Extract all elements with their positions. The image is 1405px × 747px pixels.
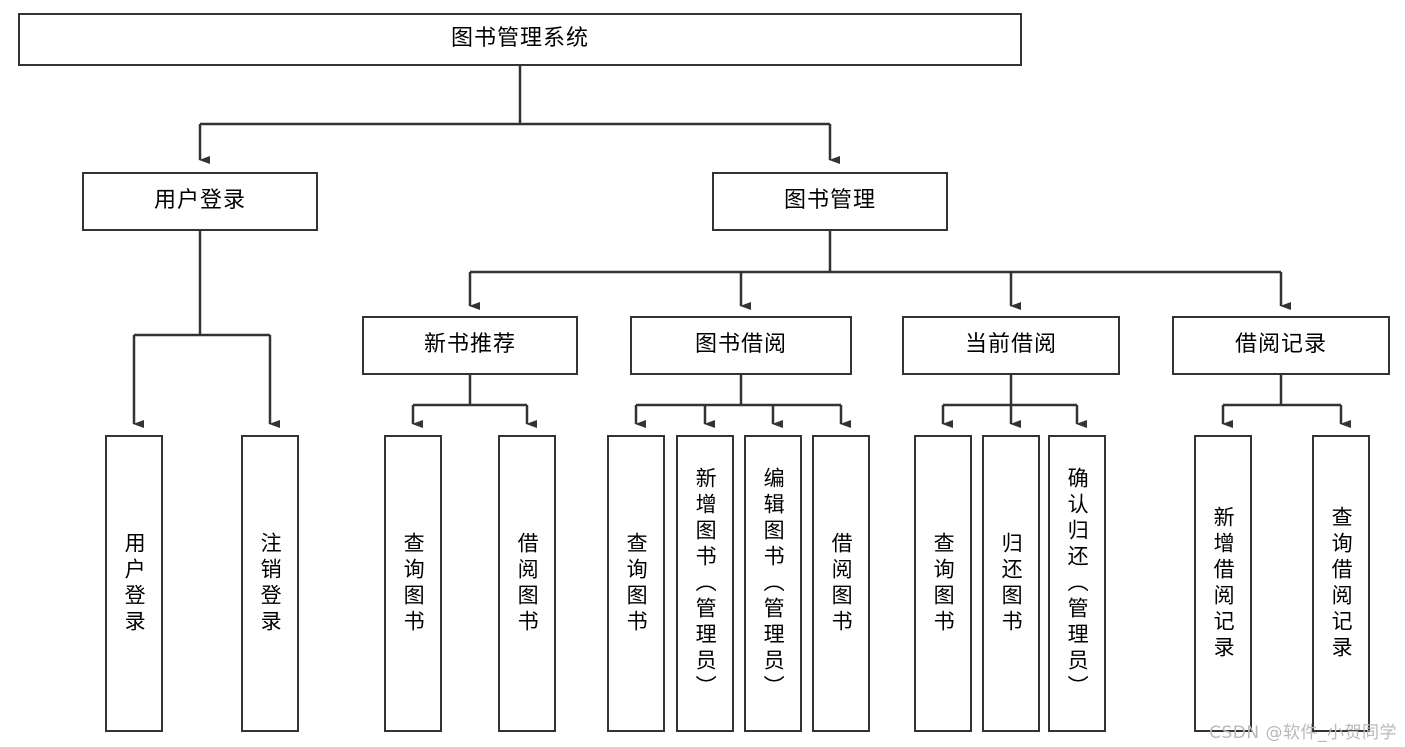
node-user-login[interactable]: 用户登录 <box>82 172 318 231</box>
node-current-borrow[interactable]: 当前借阅 <box>902 316 1120 375</box>
leaf-book-borrow-query-book[interactable]: 查询图书 <box>607 435 665 732</box>
leaf-label: 确认归还（管理员） <box>1065 466 1090 701</box>
leaf-borrow-record-query-record[interactable]: 查询借阅记录 <box>1312 435 1370 732</box>
watermark-text: CSDN @软件_小贺同学 <box>1209 723 1397 743</box>
leaf-label: 用户登录 <box>122 531 147 636</box>
node-book-borrow[interactable]: 图书借阅 <box>630 316 852 375</box>
leaf-book-borrow-add-book-admin[interactable]: 新增图书（管理员） <box>676 435 734 732</box>
leaf-user-login-logout[interactable]: 注销登录 <box>241 435 299 732</box>
leaf-label: 借阅图书 <box>829 531 854 636</box>
leaf-current-borrow-confirm-return-admin[interactable]: 确认归还（管理员） <box>1048 435 1106 732</box>
node-new-book-recommend[interactable]: 新书推荐 <box>362 316 578 375</box>
leaf-label: 查询图书 <box>931 531 956 636</box>
leaf-book-borrow-borrow-book[interactable]: 借阅图书 <box>812 435 870 732</box>
leaf-label: 新增借阅记录 <box>1211 505 1236 662</box>
leaf-book-borrow-edit-book-admin[interactable]: 编辑图书（管理员） <box>744 435 802 732</box>
leaf-label: 编辑图书（管理员） <box>761 466 786 701</box>
node-root-book-management-system[interactable]: 图书管理系统 <box>18 13 1022 66</box>
leaf-label: 新增图书（管理员） <box>693 466 718 701</box>
leaf-new-book-borrow-book[interactable]: 借阅图书 <box>498 435 556 732</box>
leaf-label: 注销登录 <box>258 531 283 636</box>
leaf-label: 归还图书 <box>999 531 1024 636</box>
leaf-label: 查询图书 <box>401 531 426 636</box>
leaf-new-book-query-book[interactable]: 查询图书 <box>384 435 442 732</box>
leaf-borrow-record-add-record[interactable]: 新增借阅记录 <box>1194 435 1252 732</box>
leaf-user-login-login[interactable]: 用户登录 <box>105 435 163 732</box>
leaf-label: 查询图书 <box>624 531 649 636</box>
leaf-label: 查询借阅记录 <box>1329 505 1354 662</box>
leaf-current-borrow-query-book[interactable]: 查询图书 <box>914 435 972 732</box>
node-book-management[interactable]: 图书管理 <box>712 172 948 231</box>
node-borrow-record[interactable]: 借阅记录 <box>1172 316 1390 375</box>
leaf-label: 借阅图书 <box>515 531 540 636</box>
leaf-current-borrow-return-book[interactable]: 归还图书 <box>982 435 1040 732</box>
